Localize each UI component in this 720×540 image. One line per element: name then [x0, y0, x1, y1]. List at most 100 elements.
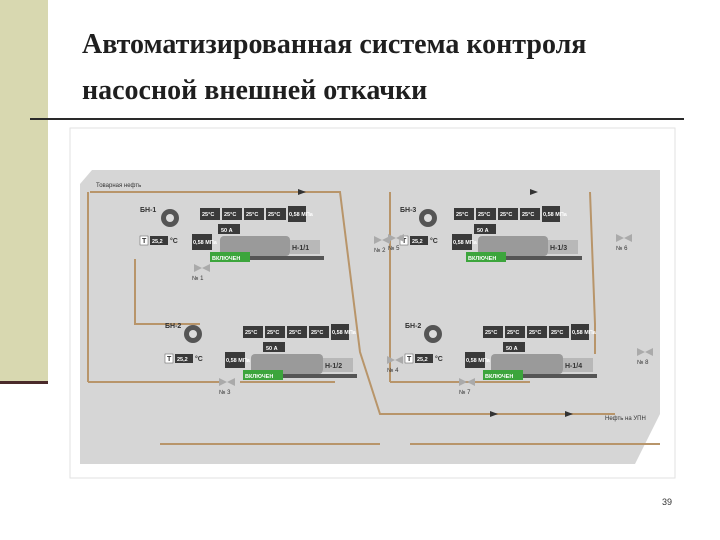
flow-arrow-2: [530, 189, 538, 195]
temp-1: 25°C: [202, 212, 214, 218]
fan-hub-icon: [189, 330, 197, 338]
temp-sensor-display: [150, 236, 168, 245]
pump-label: Н-1/3: [550, 245, 567, 252]
pump-base: [474, 256, 582, 260]
temp-3: 25°C: [529, 330, 541, 336]
temp-symbol: T: [407, 356, 412, 363]
fan-hub-icon: [166, 214, 174, 222]
valve-right-icon: [616, 234, 632, 242]
temp-unit: °С: [170, 237, 178, 245]
temp-sensor-display: [415, 354, 433, 363]
pressure-top: 0,58 МПа: [543, 212, 568, 218]
temp-sensor-value: 25,2: [417, 357, 428, 363]
title-line-2: насосной внешней откачки: [82, 75, 428, 106]
pump-label: Н-1/4: [565, 363, 582, 370]
temp-unit: °С: [430, 237, 438, 245]
valve-right-label: № 8: [637, 359, 649, 366]
page-number: 39: [662, 497, 673, 507]
temp-sensor-value: 25,2: [412, 239, 423, 245]
pressure-top: 0,58 МПа: [572, 330, 597, 336]
temp-4: 25°C: [522, 212, 534, 218]
valve-left-icon: [388, 234, 404, 242]
pump-base: [489, 374, 597, 378]
pump-body-icon: [563, 358, 593, 372]
current-display: [474, 224, 496, 234]
temp-sensor-box: [404, 353, 414, 364]
valve-right-icon: [637, 348, 653, 356]
temp-3: 25°C: [246, 212, 258, 218]
temp-4: 25°C: [551, 330, 563, 336]
temp-sensor-display: [410, 236, 428, 245]
current-value: 50 А: [221, 228, 233, 234]
status-label: ВКЛЮЧЕН: [245, 374, 273, 380]
temp-symbol: T: [402, 238, 407, 245]
fan-label: БН-1: [140, 207, 156, 214]
valve-right-label: № 6: [616, 245, 628, 252]
valve-right-label: № 4: [387, 367, 399, 374]
inlet-label: Товарная нефть: [96, 183, 141, 189]
title-line-1: Автоматизированная система контроля: [82, 29, 587, 60]
pump-body-icon: [548, 240, 578, 254]
flow-arrows: [298, 189, 573, 417]
status-badge: [466, 252, 506, 262]
temp-sensor-display: [175, 354, 193, 363]
valve-left-icon: [219, 378, 235, 386]
current-value: 50 А: [506, 346, 518, 352]
temp-sensor-value: 25,2: [152, 239, 163, 245]
pump-base: [249, 374, 357, 378]
pressure-mid-display: [225, 352, 245, 368]
pressure-mid-display: [452, 234, 472, 250]
pump-station-schema: Товарная нефть Нефть на УПН БН-1 25°C 25…: [60, 124, 685, 482]
temp-1: 25°C: [456, 212, 468, 218]
pressure-mid-value: 0,58 МПа: [453, 240, 478, 246]
outlet-label: Нефть на УПН: [605, 416, 646, 422]
temp-sensor-box: [164, 353, 174, 364]
temp-symbol: T: [142, 238, 147, 245]
current-value: 50 А: [477, 228, 489, 234]
fan-label: БН-3: [400, 207, 416, 214]
pressure-mid-value: 0,58 МПа: [466, 358, 491, 364]
temp-2: 25°C: [224, 212, 236, 218]
temp-1: 25°C: [245, 330, 257, 336]
valve-left-label: № 1: [192, 275, 204, 282]
temp-2: 25°C: [267, 330, 279, 336]
temp-2: 25°C: [507, 330, 519, 336]
slide-title: Автоматизированная система контроля насо…: [82, 22, 702, 114]
current-display: [503, 342, 525, 352]
fan-hub-icon: [429, 330, 437, 338]
left-decor-line: [0, 381, 48, 384]
pump-unit-1[interactable]: БН-1 25°C 25°C 25°C 25°C 0,58 МПа 50 А T…: [139, 206, 390, 282]
valve-left-label: № 7: [459, 389, 471, 396]
temp-4: 25°C: [268, 212, 280, 218]
valve-left-label: № 5: [388, 245, 400, 252]
temp-symbol: T: [167, 356, 172, 363]
pressure-mid-value: 0,58 МПа: [226, 358, 251, 364]
pipe-branch-1: [134, 259, 200, 325]
title-divider: [30, 118, 684, 120]
pump-unit-4[interactable]: БН-2 25°C 25°C 25°C 25°C 0,58 МПа 50 А T…: [404, 323, 653, 396]
temp-sensor-value: 25,2: [177, 357, 188, 363]
temperature-panel: 25°C 25°C 25°C 25°C 0,58 МПа: [200, 206, 314, 222]
valve-left-label: № 3: [219, 389, 231, 396]
pump-unit-2[interactable]: БН-3 25°C 25°C 25°C 25°C 0,58 МПа 50 А T…: [388, 206, 632, 262]
temp-4: 25°C: [311, 330, 323, 336]
pump-body-icon: [323, 358, 353, 372]
pressure-mid-display: [465, 352, 485, 368]
pump-motor-icon: [251, 354, 323, 374]
fan-label: БН-2: [405, 323, 421, 330]
temperature-panel: 25°C 25°C 25°C 25°C 0,58 МПа: [454, 206, 568, 222]
temperature-panel: 25°C 25°C 25°C 25°C 0,58 МПа: [483, 324, 597, 340]
pump-motor-icon: [478, 236, 548, 256]
temp-1: 25°C: [485, 330, 497, 336]
flow-arrow-4: [490, 411, 498, 417]
flow-arrow-3: [565, 411, 573, 417]
pump-base: [216, 256, 324, 260]
pump-unit-3[interactable]: БН-2 25°C 25°C 25°C 25°C 0,58 МПа 50 А T…: [164, 323, 403, 396]
temperature-panel: 25°C 25°C 25°C 25°C 0,58 МПа: [243, 324, 357, 340]
valve-left-icon: [459, 378, 475, 386]
pump-label: Н-1/2: [325, 363, 342, 370]
current-value: 50 А: [266, 346, 278, 352]
temp-unit: °С: [435, 355, 443, 363]
temp-unit: °С: [195, 355, 203, 363]
valve-left-icon: [194, 264, 210, 272]
